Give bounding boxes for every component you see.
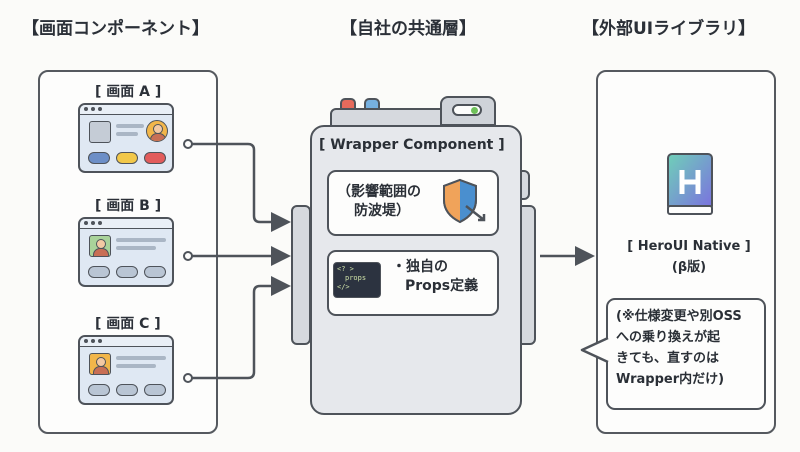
indicator-light-icon [452,104,482,116]
note-line: への乗り換えが起 [616,330,721,345]
breakwater-text-line-1: （影響範囲の [337,184,421,200]
text-line [116,246,156,250]
props-text-line-1: ・独自の [392,259,448,275]
user-avatar-icon [146,120,168,142]
heading-common-layer: 【自社の共通層】 [340,19,476,39]
text-line [116,364,156,368]
window-titlebar [80,337,172,347]
ui-button-shape [88,384,110,396]
window-titlebar [80,105,172,115]
arrow-screen-b [183,246,291,266]
screen-a-label: [ 画面 A ] [95,84,162,100]
note-speech-bubble: (※仕様変更や別OSS への乗り換えが起 きても、直すのは Wrapper内だけ… [606,298,766,410]
screen-a-card [78,103,174,173]
hero-ui-name: [ HeroUI Native ] [627,239,751,254]
ui-button-shape [88,152,110,164]
hero-book-icon [667,153,713,215]
code-line: </> [337,283,350,291]
ui-button-shape [88,266,110,278]
user-avatar-icon [89,353,111,375]
window-titlebar [80,219,172,229]
bubble-tail [580,336,612,364]
ui-button-shape [144,152,166,164]
screen-b-label: [ 画面 B ] [95,198,162,214]
shield-icon [443,178,486,224]
note-line: (※仕様変更や別OSS [616,309,742,324]
note-line: Wrapper内だけ) [616,372,725,387]
heading-screen-components: 【画面コンポーネント】 [22,19,209,39]
text-line [116,124,144,128]
note-line: きても、直すのは [616,351,719,366]
text-line [116,238,166,242]
wrapper-component-title: [ Wrapper Component ] [319,137,505,153]
code-line: <? > [337,265,354,273]
hero-ui-label: [ HeroUI Native ] (β版) [612,236,766,278]
arrow-screen-c [183,276,291,383]
ui-button-shape [116,152,138,164]
text-line [116,132,138,136]
wrapper-module-breakwater [327,170,499,236]
heading-external-library: 【外部UIライブラリ】 [582,19,756,39]
user-avatar-icon [89,235,111,257]
hero-ui-version: (β版) [671,260,707,275]
code-icon: <? > props </> [333,262,381,298]
screen-b-card [78,217,174,287]
image-placeholder-icon [89,121,111,143]
text-line [116,356,166,360]
screen-c-card [78,335,174,405]
ui-button-shape [144,266,166,278]
arrow-screen-a [183,139,291,232]
props-text-line-2: Props定義 [405,278,479,294]
breakwater-text-line-2: 防波堤） [354,203,410,219]
code-line: props [345,274,367,282]
ui-button-shape [116,266,138,278]
ui-button-shape [144,384,166,396]
ui-button-shape [116,384,138,396]
screen-c-label: [ 画面 C ] [95,316,161,332]
